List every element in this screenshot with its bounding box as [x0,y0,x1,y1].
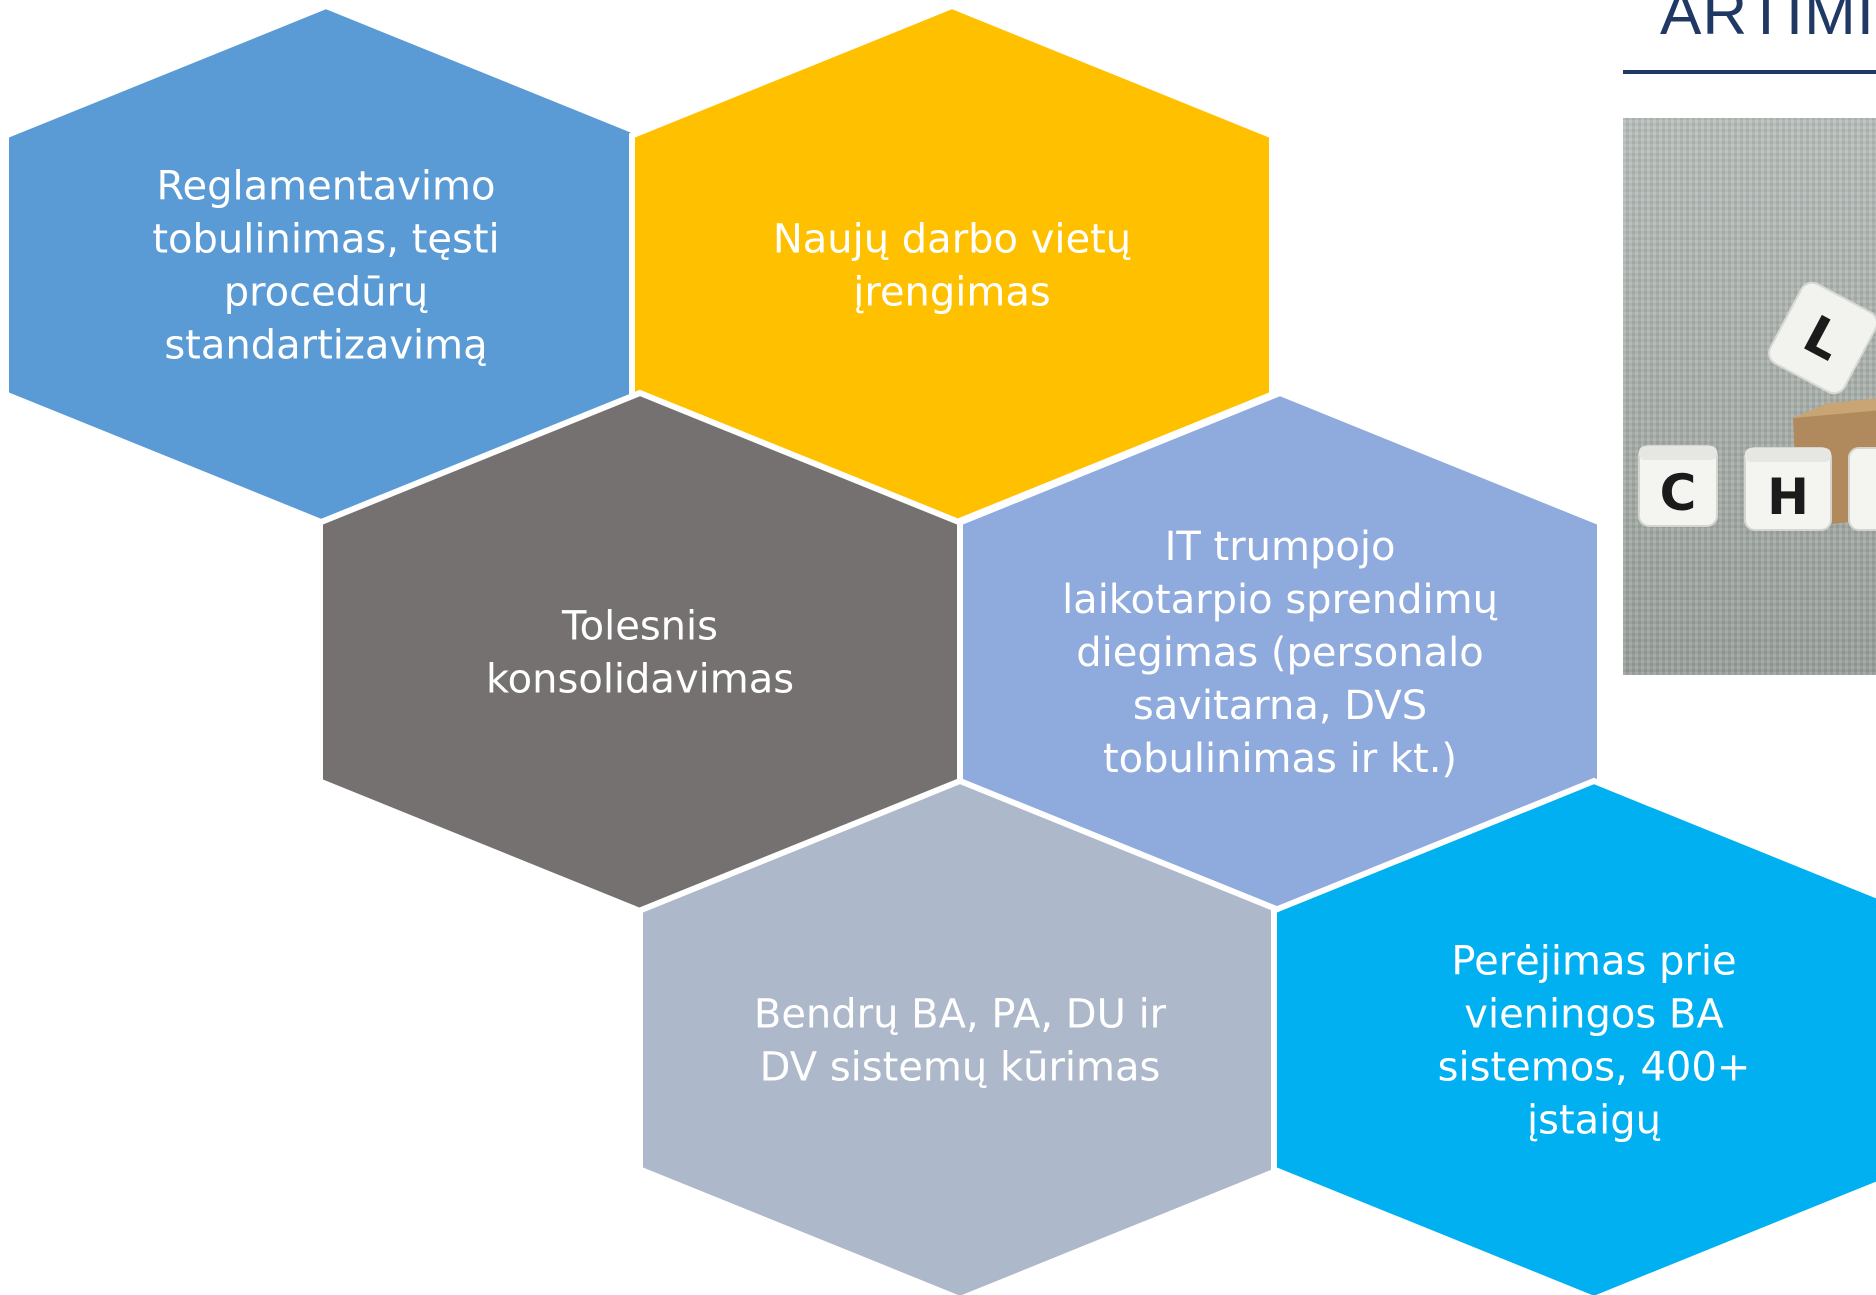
heading-underline [1623,70,1876,74]
hexagon-label-line: savitarna, DVS [1133,683,1427,729]
hexagon-4: IT trumpojo laikotarpio sprendimų diegimas… [957,389,1603,915]
hexagon-label-line: tobulinimas ir kt.) [1103,736,1457,782]
cube-partial [1848,447,1876,531]
hexagon-5: Bendrų BA, PA, DU ir DV sistemų kūrimas [637,777,1283,1295]
hexagon-6: Perėjimas prie vieningos BA sistemos, 400+… [1271,777,1876,1295]
hexagon-label-line: vieningos BA [1464,992,1724,1038]
hexagon-label-line: laikotarpio sprendimų [1062,577,1498,623]
hexagon-2: Naujų darbo vietų įrengimas [629,2,1275,528]
hexagon-label-line: įrengimas [853,270,1050,316]
hexagon-label-line: konsolidavimas [486,657,794,703]
cube-letter-H: H [1767,468,1809,526]
hexagon-label-line: sistemos, 400+ [1438,1045,1751,1091]
cube-H: H [1744,447,1832,531]
hexagon-label-line: DV sistemų kūrimas [760,1045,1161,1091]
hexagon-label-line: IT trumpojo [1165,524,1396,570]
hexagon-label-line: Reglamentavimo [157,164,496,210]
hexagon-label-line: tobulinimas, tęsti [152,217,499,263]
section-heading: ARTIMI [1660,0,1875,48]
cube-letter-C: C [1660,464,1697,522]
hexagon-label-line: diegimas (personalo [1076,630,1483,676]
hexagon-label-line: procedūrų [224,270,429,316]
hexagon-shape [1271,777,1876,1295]
cube-L: L [1768,281,1876,395]
hexagon-label-line: Bendrų BA, PA, DU ir [754,992,1167,1038]
hexagon-3: Tolesnis konsolidavimas [317,389,963,915]
cardboard-box-top [1793,398,1876,418]
hexagon-label-line: Tolesnis [561,604,718,650]
hexagon-1: Reglamentavimo tobulinimas, tęsti procedūr… [3,2,649,528]
hexagon-label-line: Naujų darbo vietų [773,217,1131,263]
letter-cubes-photo: L C H [1623,118,1876,675]
hexagon-label-line: standartizavimą [164,323,487,369]
hexagon-label-line: Perėjimas prie [1451,939,1736,985]
hexagon-label-line: įstaigų [1527,1098,1661,1144]
cube-C: C [1638,445,1718,527]
